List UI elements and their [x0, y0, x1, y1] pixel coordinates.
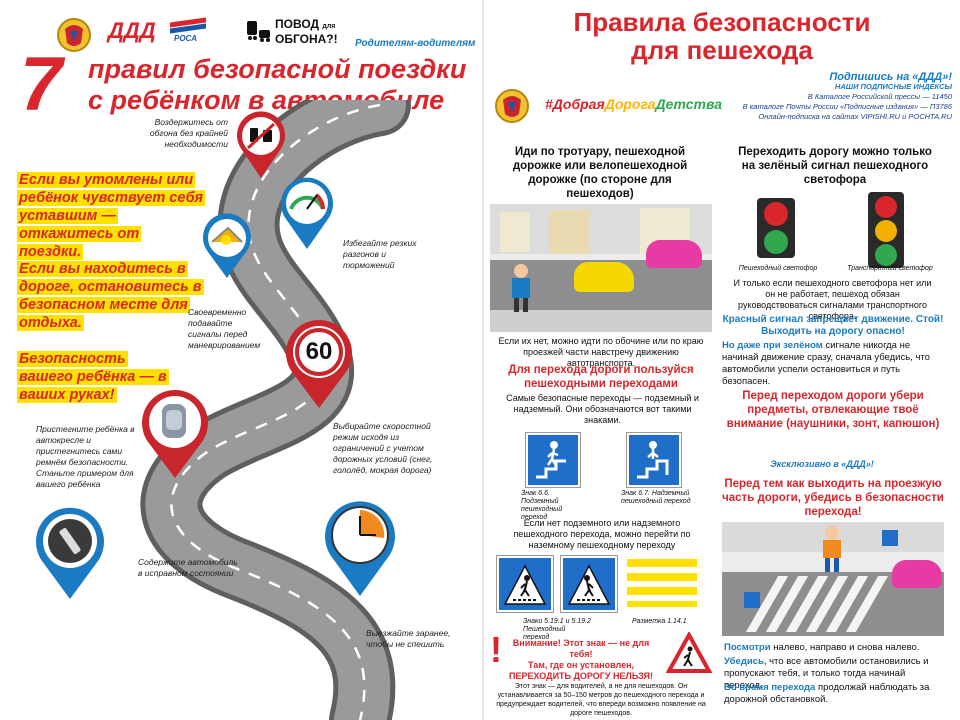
pedestrian-crossing-sign-2 — [560, 555, 618, 613]
sign-6-7-caption: Знак 6.7. Надземный пешеходный переход — [621, 490, 691, 505]
street-illustration — [490, 204, 712, 332]
sign-6-6-caption: Знак 6.6. Подземный пешеходный переход — [521, 490, 563, 521]
pedestrian-crossing-sign-1 — [496, 555, 554, 613]
title-line-1: правил безопасной поездки — [88, 54, 467, 84]
traffic-light-caption: Транспортный светофор — [847, 265, 933, 272]
subscription-box: Подпишись на «ДДД»! НАШИ ПОДПИСНЫЕ ИНДЕК… — [742, 71, 952, 122]
left-title: 7 правил безопасной поездки с ребёнком в… — [20, 42, 480, 127]
warning-block: Внимание! Этот знак — не для тебя! Там, … — [509, 638, 653, 681]
sure-instruction: Убедись, что все автомобили остановились… — [724, 656, 929, 691]
rule-belt: Пристегните ребёнка в автокресле и прист… — [36, 424, 135, 489]
child-seat-pin-icon — [142, 390, 208, 478]
clock-pin-icon — [325, 501, 395, 596]
rule-signals: Своевременно подавайте сигналы перед ман… — [188, 307, 261, 350]
red-warning: Красный сигнал запрещает движение. Стой!… — [722, 314, 944, 337]
rule-speed: Выбирайте скоростной режим исходя из огр… — [333, 421, 433, 475]
exclamation-icon: ! — [490, 629, 502, 670]
poster-divider — [482, 0, 484, 720]
advice-safety: Безопасность вашего ребёнка — в ваших ру… — [17, 351, 169, 403]
advice-rest: Если вы находитесь в дороге, остановитес… — [17, 261, 204, 331]
walk-note: Если их нет, можно идти по обочине или п… — [498, 336, 704, 368]
exclusive-badge: Эксклюзивно в «ДДД»! — [770, 459, 874, 469]
during-instruction: Во время перехода продолжай наблюдать за… — [724, 682, 930, 705]
green-note: Но даже при зелёном сигнале никогда не н… — [722, 340, 930, 387]
traffic-light-icon — [868, 192, 904, 268]
bus-car-icon — [247, 21, 270, 42]
title-number: 7 — [20, 42, 63, 127]
sign-5-19-caption: Знаки 5.19.1 и 5.19.2 Пешеходный переход — [523, 618, 591, 641]
ground-crossing-text: Если нет подземного или надземного пешех… — [513, 518, 691, 550]
rule-maintenance: Содержите автомобиль в исправном состоян… — [138, 557, 238, 578]
light-note: И только если пешеходного светофора нет … — [733, 278, 932, 321]
rule-acceleration: Избегайте резких разгонов и торможений — [343, 238, 417, 270]
rosa-logo: РОСА — [170, 17, 206, 46]
advice-tired: Если вы утомлены или ребёнок чувствует с… — [17, 172, 206, 260]
povod-logo: ПОВОД для ОБГОНА?! — [275, 17, 338, 46]
winding-road-illustration — [140, 100, 411, 720]
right-title: Правила безопасности для пешехода — [573, 7, 871, 65]
items-heading: Перед переходом дороги убери предметы, о… — [726, 390, 940, 430]
crossing-heading: Для перехода дороги пользуйся пешеходным… — [508, 364, 694, 390]
light-heading: Переходить дорогу можно только на зелёны… — [738, 146, 932, 186]
wrench-pin-icon — [36, 507, 105, 599]
look-instruction: Посмотри налево, направо и снова налево. — [724, 642, 920, 653]
zebra-marking — [627, 557, 697, 607]
audience-label: Родителям-водителям — [355, 38, 476, 49]
pedestrian-light-icon — [757, 198, 795, 258]
check-heading: Перед тем как выходить на проезжую часть… — [722, 478, 944, 518]
crosswalk-illustration — [722, 522, 944, 636]
no-overtaking-pin-icon — [237, 111, 285, 178]
warning-note: Этот знак — для водителей, а не для пеше… — [496, 683, 706, 717]
rule-leave-early: Выезжайте заранее, чтобы не спешить — [366, 628, 451, 649]
walk-heading: Иди по тротуару, пешеходной дорожке или … — [512, 146, 688, 200]
speed-limit-pin-icon — [286, 320, 352, 408]
police-emblem-icon — [495, 89, 529, 123]
pedestrians-warning-sign-icon — [666, 632, 712, 673]
speedometer-pin-icon — [281, 177, 333, 249]
police-emblem-icon — [57, 18, 91, 52]
brake-pad-pin-icon — [203, 213, 251, 278]
speed-sign-value: 60 — [305, 338, 333, 365]
hashtag: #ДобраяДорогаДетства — [545, 96, 722, 112]
ped-light-caption: Пешеходный светофор — [738, 265, 818, 272]
left-poster: ДДД РОСА ПОВОД для ОБГОНА?! Родителям-во… — [17, 17, 480, 720]
crossing-text: Самые безопасные переходы — подземный и … — [506, 393, 699, 425]
underground-crossing-sign — [525, 432, 581, 488]
rule-overtaking: Воздержитесь от обгона без крайней необх… — [149, 117, 228, 149]
marking-caption: Разметка 1.14.1 — [632, 618, 687, 625]
ddd-logo: ДДД — [108, 18, 156, 43]
overhead-crossing-sign — [626, 432, 682, 488]
